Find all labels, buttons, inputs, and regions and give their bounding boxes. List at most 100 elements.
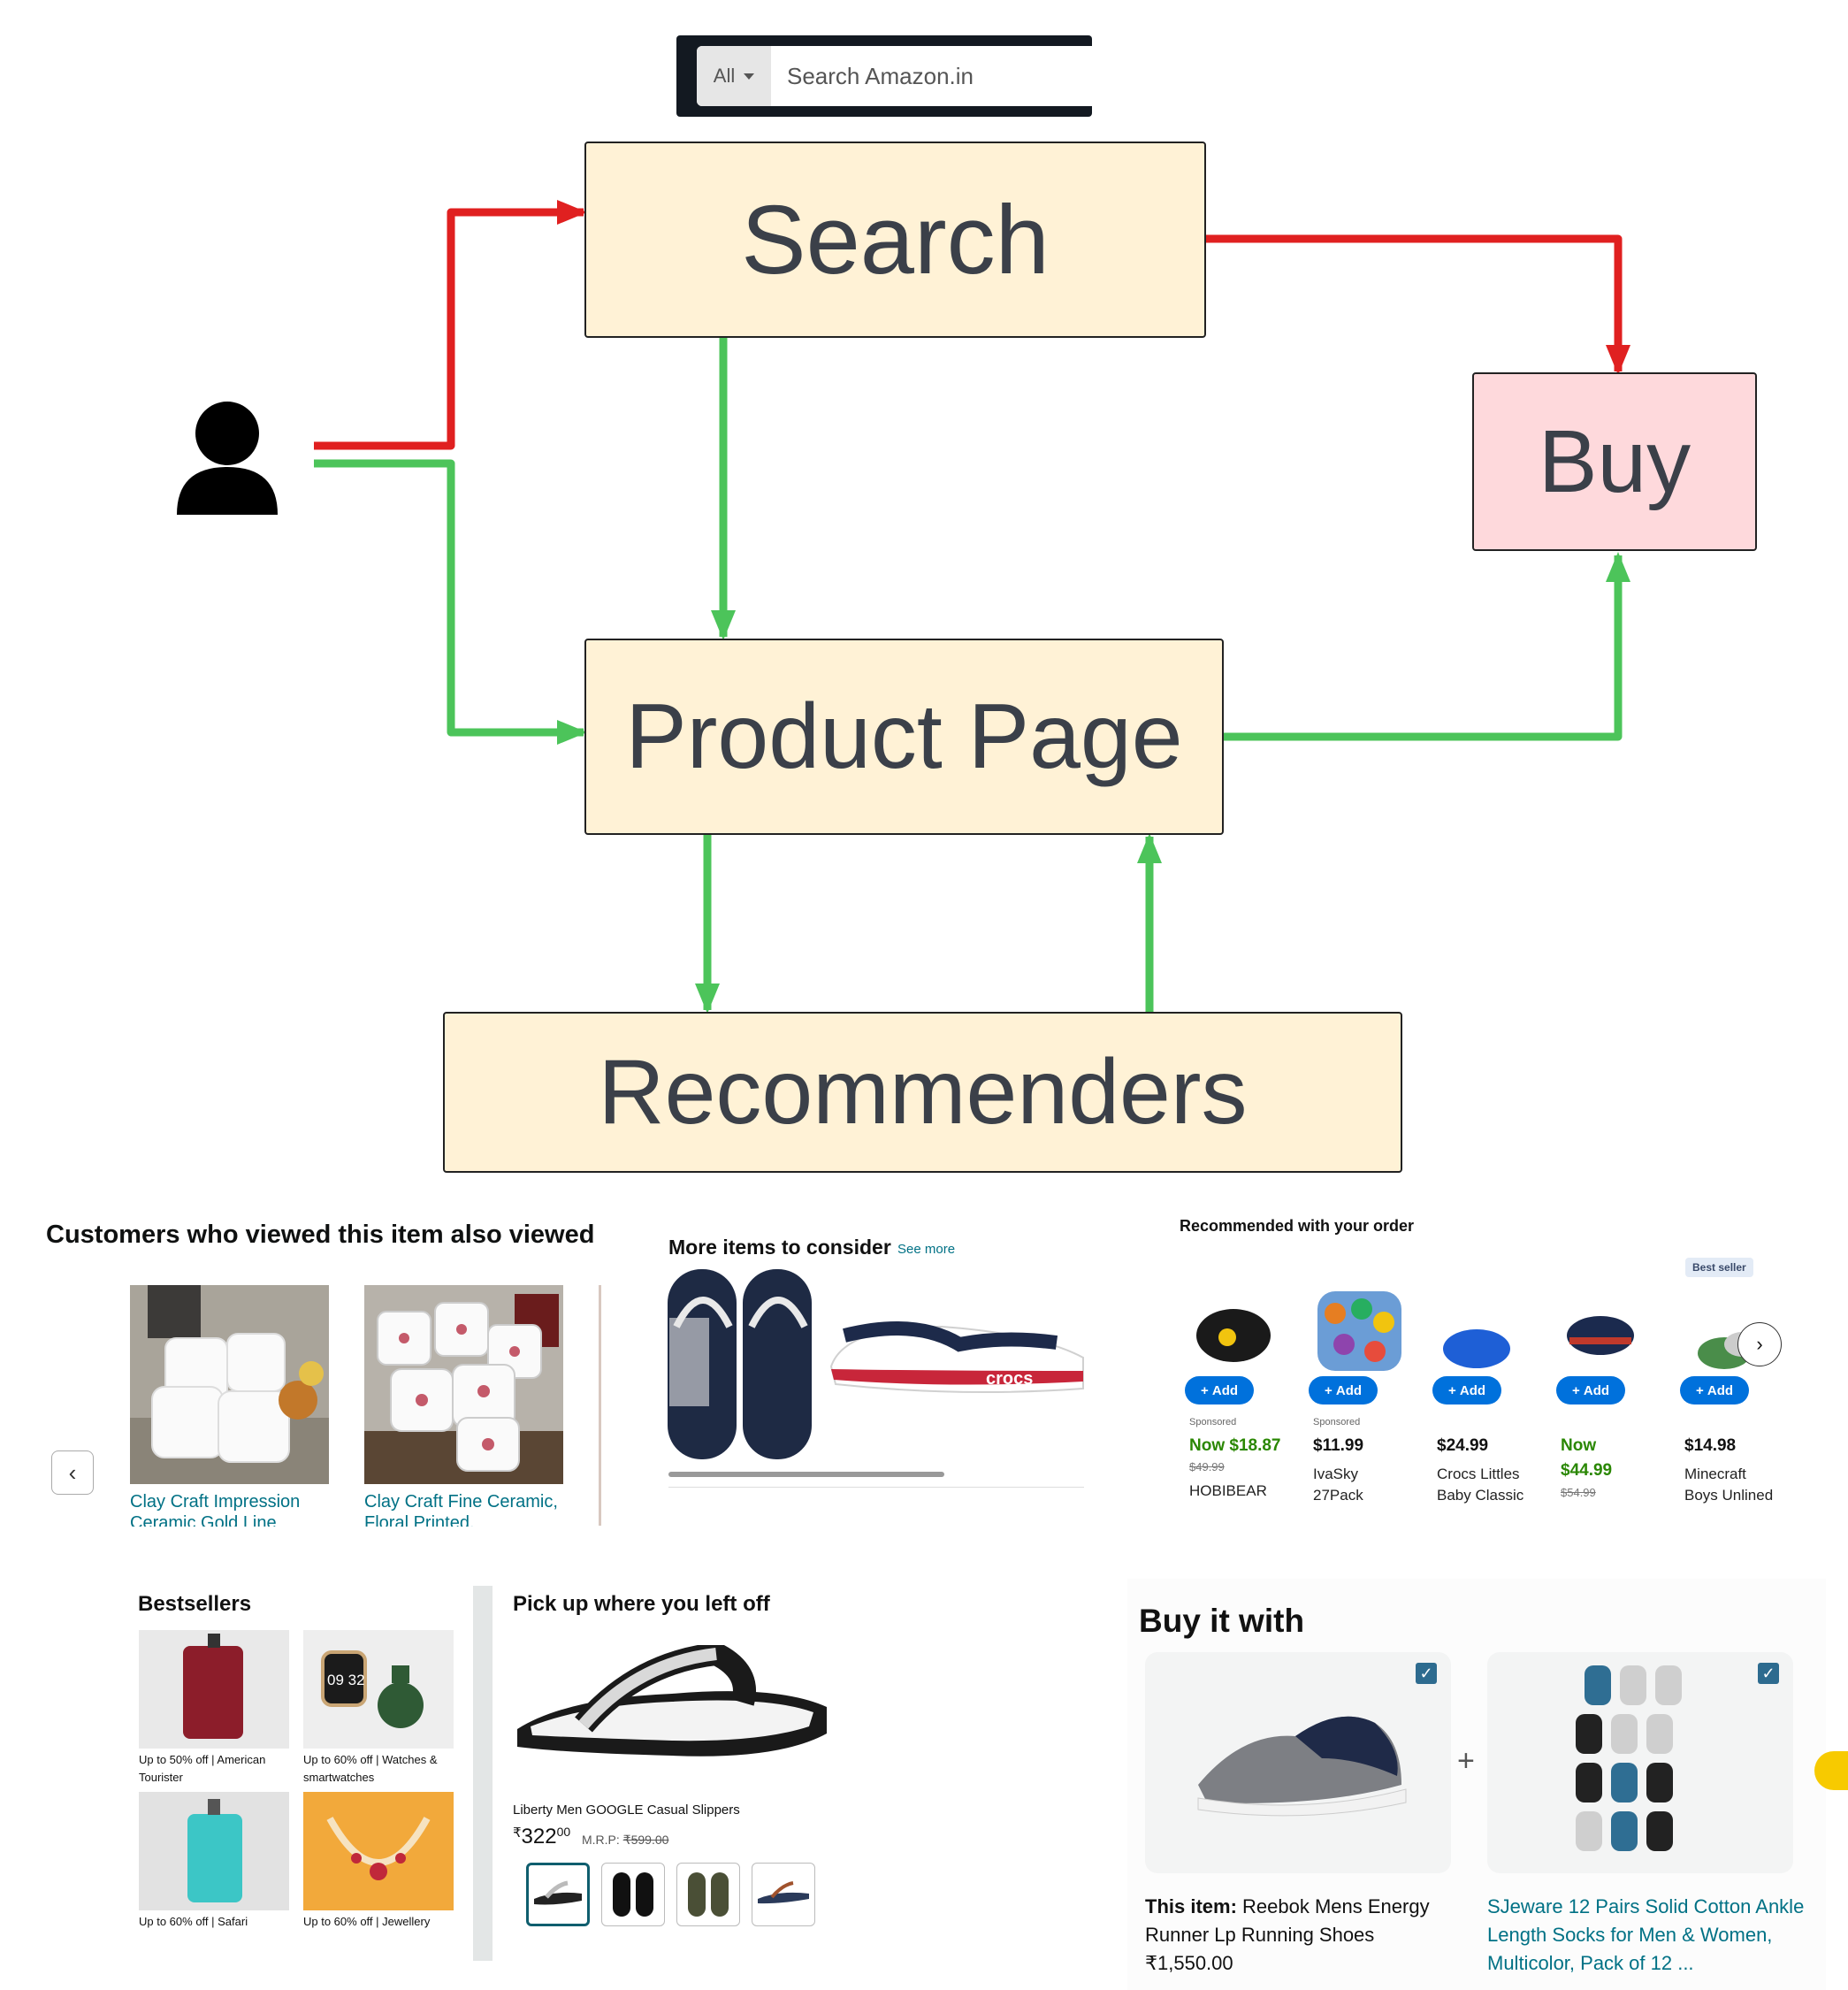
- search-bar: All Search Amazon.in: [676, 35, 1092, 117]
- product-name[interactable]: Minecraft: [1684, 1466, 1746, 1482]
- product-image[interactable]: [130, 1285, 329, 1484]
- flow-diagram: [177, 200, 1630, 1014]
- price: ₹32200: [513, 1825, 570, 1849]
- plus-icon: +: [1457, 1744, 1475, 1778]
- crocs-brand-text: crocs: [986, 1369, 1033, 1389]
- price-whole: 322: [521, 1825, 557, 1848]
- add-button[interactable]: + Add: [1556, 1376, 1625, 1404]
- panel-divider: [473, 1586, 493, 1961]
- node-product-page: Product Page: [584, 639, 1224, 835]
- sponsored-label: Sponsored: [1313, 1417, 1361, 1427]
- product-link[interactable]: Clay Craft Fine Ceramic, Floral Printed,…: [364, 1492, 558, 1527]
- navy-slippers-image: [668, 1269, 812, 1459]
- socks-product-link[interactable]: SJeware 12 Pairs Solid Cotton Ankle Leng…: [1487, 1895, 1805, 1974]
- recommended-product-images[interactable]: [1185, 1282, 1768, 1380]
- pick-up-title: Pick up where you left off: [513, 1592, 770, 1616]
- variant-swatch[interactable]: [676, 1863, 740, 1926]
- product-name[interactable]: 27Pack: [1313, 1487, 1363, 1504]
- product-name[interactable]: IvaSky: [1313, 1466, 1359, 1482]
- product-image[interactable]: [364, 1285, 563, 1484]
- edge-user-search: [314, 200, 587, 450]
- product-name[interactable]: Baby Classic: [1437, 1487, 1524, 1504]
- add-button[interactable]: + Add: [1185, 1376, 1254, 1404]
- mrp-label: M.R.P:: [582, 1833, 620, 1847]
- slipper-product-image[interactable]: [513, 1645, 831, 1791]
- currency-symbol: ₹: [513, 1825, 522, 1841]
- variant-swatch[interactable]: [752, 1863, 815, 1926]
- also-viewed-title: Customers who viewed this item also view…: [46, 1221, 595, 1249]
- divider: [668, 1487, 1084, 1488]
- chevron-left-icon: ‹: [68, 1458, 77, 1486]
- see-more-link[interactable]: See more: [897, 1242, 956, 1257]
- this-item-price: ₹1,550.00: [1145, 1952, 1233, 1974]
- variant-swatch[interactable]: [526, 1863, 590, 1926]
- bestseller-caption[interactable]: Up to 50% off | American Tourister: [139, 1753, 266, 1784]
- checkbox-checked-icon[interactable]: ✓: [1758, 1663, 1779, 1684]
- node-recommenders: Recommenders: [443, 1012, 1402, 1173]
- category-label: All: [713, 65, 736, 87]
- add-button[interactable]: + Add: [1309, 1376, 1378, 1404]
- product-name[interactable]: Boys Unlined: [1684, 1487, 1774, 1504]
- bestseller-caption[interactable]: Up to 60% off | Watches & smartwatches: [303, 1753, 438, 1784]
- node-recommenders-label: Recommenders: [598, 1040, 1248, 1144]
- was-price: $54.99: [1561, 1486, 1596, 1499]
- add-label: Add: [1211, 1382, 1239, 1398]
- watch-time-text: 09 32: [327, 1672, 365, 1688]
- recommended-order-title: Recommended with your order: [1180, 1217, 1415, 1235]
- carousel-edge-divider: [599, 1285, 601, 1526]
- bestseller-tile-luggage[interactable]: [139, 1630, 289, 1749]
- carousel-prev-button[interactable]: ‹: [51, 1450, 94, 1495]
- add-label: Add: [1459, 1382, 1486, 1398]
- buy-it-with-title: Buy it with: [1139, 1603, 1305, 1639]
- add-label: Add: [1583, 1382, 1610, 1398]
- bestsellers-title: Bestsellers: [138, 1592, 252, 1616]
- edge-product-buy: [1224, 552, 1630, 741]
- this-item-prefix: This item:: [1145, 1895, 1237, 1917]
- reebok-shoe-card[interactable]: [1145, 1652, 1451, 1873]
- scrollbar[interactable]: [668, 1472, 944, 1477]
- bestseller-caption[interactable]: Up to 60% off | Jewellery: [303, 1915, 431, 1928]
- bestseller-caption[interactable]: Up to 60% off | Safari: [139, 1915, 248, 1928]
- node-search: Search: [584, 142, 1206, 338]
- chevron-right-icon: ›: [1756, 1333, 1763, 1355]
- node-buy-label: Buy: [1538, 411, 1691, 511]
- price: $11.99: [1313, 1436, 1364, 1455]
- category-dropdown[interactable]: All: [697, 46, 771, 106]
- bestseller-tile-watches[interactable]: 09 32: [303, 1630, 454, 1749]
- price-fraction: 00: [556, 1825, 571, 1839]
- add-button[interactable]: + Add: [1432, 1376, 1501, 1404]
- this-item-name: Reebok Mens Energy Runner Lp Running Sho…: [1145, 1895, 1430, 1946]
- blue-crocs-image: [1443, 1329, 1510, 1368]
- navy-crocs-image: [1567, 1316, 1634, 1355]
- crocs-flipflop-image: crocs: [829, 1321, 1084, 1393]
- slipper-product-images[interactable]: crocs: [668, 1265, 1092, 1464]
- socks-card[interactable]: [1487, 1652, 1793, 1873]
- product-name[interactable]: Liberty Men GOOGLE Casual Slippers: [513, 1802, 740, 1818]
- edge-user-product: [314, 459, 587, 745]
- checkbox-checked-icon[interactable]: ✓: [1416, 1663, 1437, 1684]
- more-items-title: More items to consider: [668, 1236, 891, 1259]
- charms-pack-image: [1317, 1291, 1401, 1371]
- variant-swatch[interactable]: [601, 1863, 665, 1926]
- add-button[interactable]: + Add: [1680, 1376, 1749, 1404]
- bestseller-tile-safari[interactable]: [139, 1792, 289, 1910]
- socks-image: [1576, 1665, 1682, 1851]
- node-search-label: Search: [741, 185, 1050, 295]
- price: Now $18.87: [1189, 1436, 1281, 1455]
- sponsored-label: Sponsored: [1189, 1417, 1237, 1427]
- add-label: Add: [1707, 1382, 1734, 1398]
- node-product-page-label: Product Page: [625, 685, 1183, 788]
- search-input[interactable]: Search Amazon.in: [787, 63, 974, 89]
- shoe-image: [1197, 1716, 1407, 1817]
- product-name[interactable]: HOBIBEAR: [1189, 1482, 1267, 1499]
- bestseller-tile-jewellery[interactable]: [303, 1792, 454, 1910]
- price: $14.98: [1684, 1436, 1737, 1455]
- price: $44.99: [1561, 1461, 1613, 1480]
- product-link[interactable]: Clay Craft Impression Ceramic Gold Line …: [130, 1492, 301, 1527]
- carousel-next-button[interactable]: [1814, 1751, 1848, 1790]
- mrp: M.R.P: ₹599.00: [582, 1833, 668, 1848]
- black-clog-image: [1196, 1309, 1271, 1362]
- carousel-next-button[interactable]: ›: [1737, 1322, 1782, 1366]
- product-name[interactable]: Crocs Littles: [1437, 1466, 1520, 1482]
- node-buy: Buy: [1472, 372, 1757, 551]
